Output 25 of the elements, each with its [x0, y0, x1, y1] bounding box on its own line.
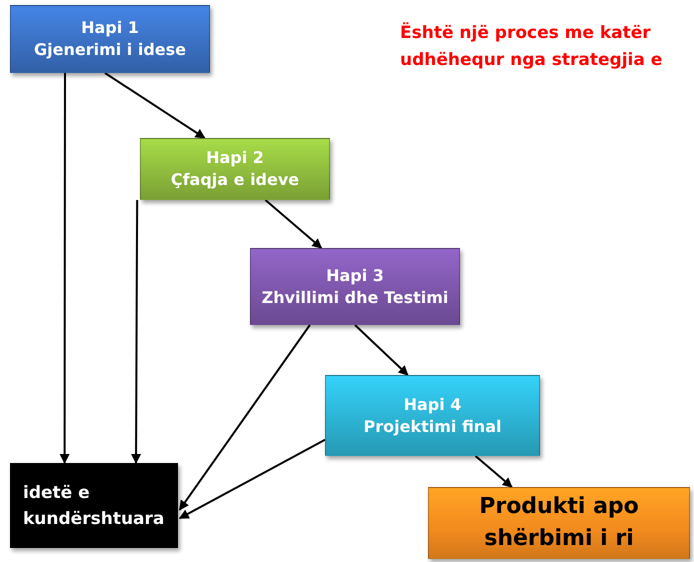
step-label: Produkti apo shërbimi i ri [478, 493, 640, 553]
step-number: Hapi 4 [404, 394, 462, 416]
process-box [10, 5, 210, 73]
process-box [325, 375, 540, 456]
step-label: Zhvillimi dhe Testimi [262, 286, 448, 308]
process-box [10, 463, 178, 548]
arrow [178, 324, 311, 511]
arrow [354, 324, 408, 376]
arrow [104, 72, 206, 139]
process-box [428, 487, 690, 559]
arrow [178, 438, 326, 520]
arrow [474, 455, 513, 488]
step-number: Hapi 2 [206, 147, 264, 169]
process-box [140, 138, 330, 200]
step-label: Gjenerimi i idese [34, 39, 186, 61]
step-label: idetë e kundërshtuara [23, 482, 166, 530]
step-label: Projektimi final [364, 416, 502, 438]
step-number: Hapi 1 [81, 17, 139, 39]
step-number: Hapi 3 [326, 264, 384, 286]
step-label: Çfaqja e ideve [170, 169, 300, 191]
arrow [131, 200, 142, 464]
arrow [60, 73, 70, 464]
note-text: Është një proces me katër udhëhequr nga strategjia e [400, 21, 664, 72]
arrow [264, 199, 322, 249]
process-box [250, 248, 460, 325]
